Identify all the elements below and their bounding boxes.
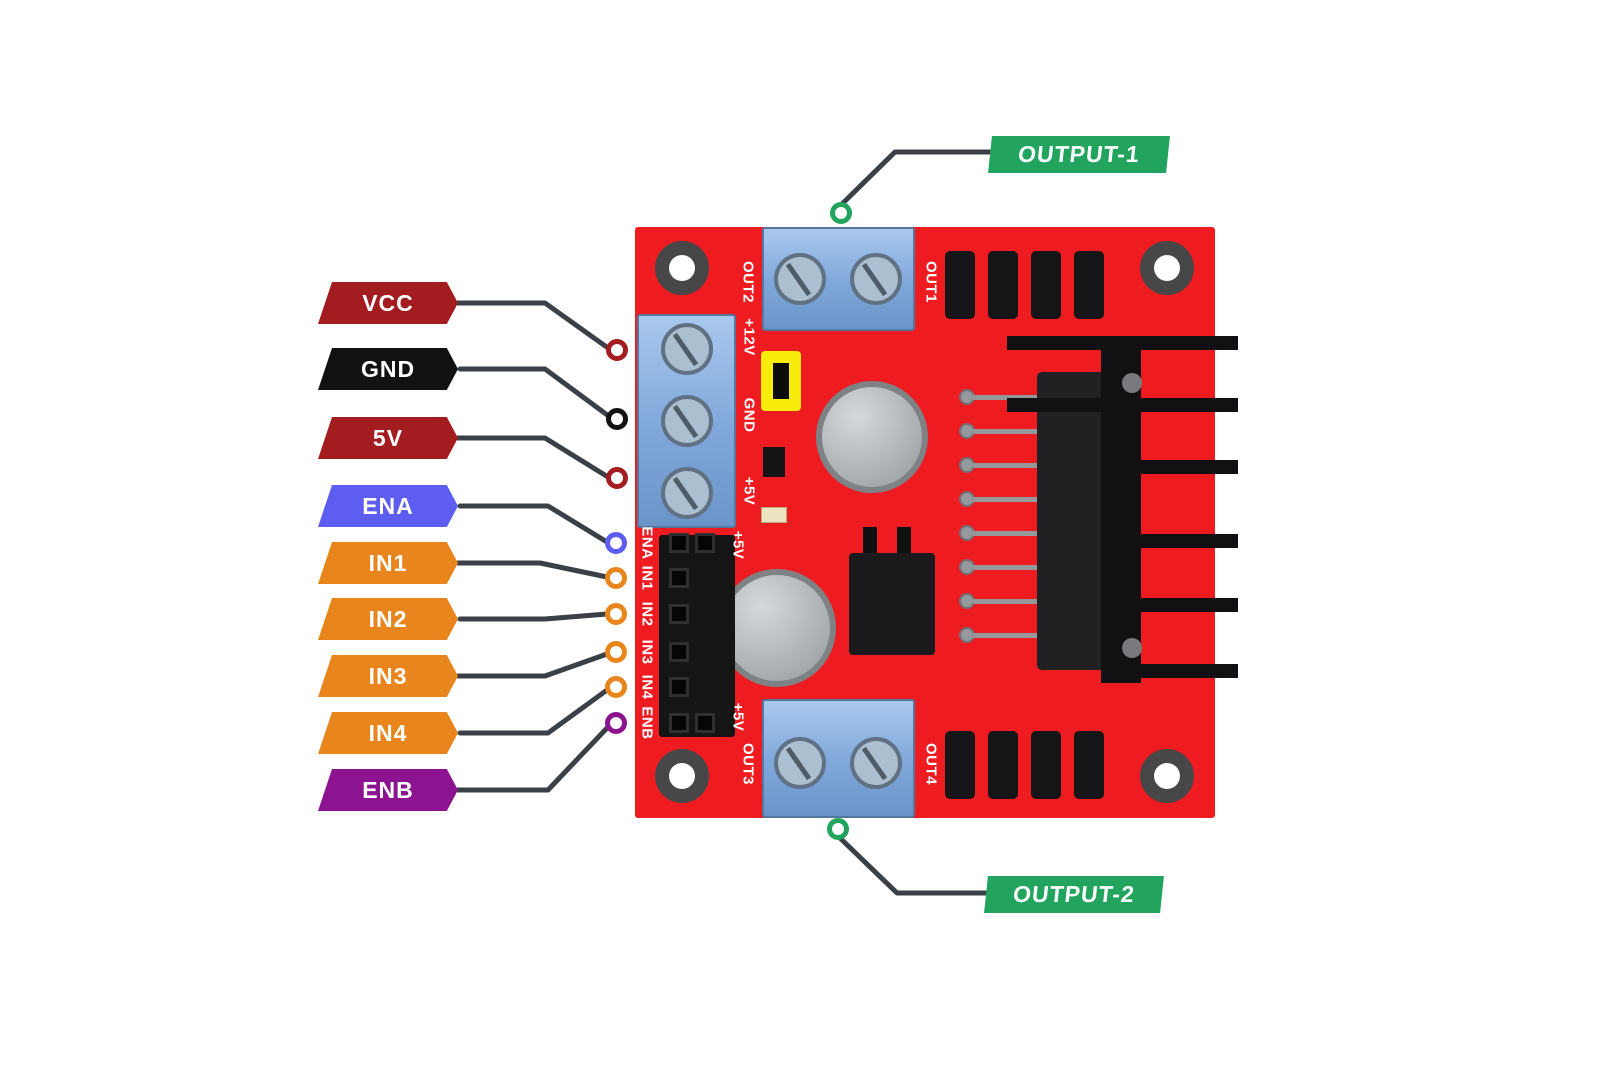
pin-label-vcc: VCC [318,282,458,324]
header-pin [669,533,689,553]
pin-label-in4: IN4 [318,712,458,754]
pin-marker-5v [606,467,628,489]
chip-lead [973,565,1043,570]
pin-label-ena: ENA [318,485,458,527]
pin-marker-in3 [605,641,627,663]
capacitor [718,569,836,687]
connector-line-5v [455,435,611,480]
output1-label: OUTPUT-1 [988,136,1170,173]
diode [1074,731,1104,799]
l298n-board: OUT2 OUT1 +12V GND +5V [635,227,1238,818]
chip-lead [973,429,1043,434]
mounting-hole-icon [1140,749,1194,803]
connector-line-in2 [457,611,610,622]
smd-component [763,447,785,477]
pin-label-gnd: GND [318,348,458,390]
header-pin [669,642,689,662]
jumper [761,351,801,411]
connector-line-output2 [837,835,989,896]
header-pin [669,677,689,697]
chip-lead [973,463,1043,468]
connector-line-in4 [457,687,610,736]
led [761,507,787,523]
connector-line-ena [457,503,610,545]
terminal-screw [661,467,713,519]
header-pin [669,713,689,733]
diode [988,731,1018,799]
heatsink-tab [1007,336,1238,350]
mounting-hole-icon [655,241,709,295]
connector-line-in3 [455,651,610,679]
terminal-screw [850,737,902,789]
voltage-regulator [849,553,935,655]
chip-lead [973,531,1043,536]
pin-marker-output2 [827,818,849,840]
header-pin [669,604,689,624]
terminal-screw [661,323,713,375]
pin-marker-in4 [605,676,627,698]
mounting-hole-icon [1140,241,1194,295]
l298-chip [1037,372,1109,670]
pin-marker-vcc [606,339,628,361]
capacitor [816,381,928,493]
connector-line-output1 [839,149,993,207]
pin-marker-in1 [605,567,627,589]
chip-lead [973,497,1043,502]
pin-label-enb: ENB [318,769,458,811]
diode [1031,251,1061,319]
output2-label: OUTPUT-2 [984,876,1164,913]
pin-marker-output1 [830,202,852,224]
terminal-screw [661,395,713,447]
pin-label-5v: 5V [318,417,458,459]
header-pin [669,568,689,588]
regulator-leg [897,527,911,561]
connector-line-enb [455,724,611,793]
pin-label-in3: IN3 [318,655,458,697]
pin-marker-in2 [605,603,627,625]
terminal-screw [774,253,826,305]
heatsink [1101,347,1141,683]
heatsink-screw [1122,638,1142,658]
header-pin [695,533,715,553]
pin-marker-gnd [606,408,628,430]
chip-lead [973,395,1043,400]
jumper-cap [773,363,789,399]
pin-marker-ena [605,532,627,554]
terminal-screw [774,737,826,789]
diode [945,731,975,799]
diode [1074,251,1104,319]
pin-label-in1: IN1 [318,542,458,584]
regulator-leg [863,527,877,561]
mounting-hole-icon [655,749,709,803]
connector-line-vcc [455,300,611,351]
heatsink-screw [1122,373,1142,393]
connector-line-in1 [455,560,610,580]
terminal-screw [850,253,902,305]
diode [1031,731,1061,799]
diode [988,251,1018,319]
chip-lead [973,633,1043,638]
chip-lead [973,599,1043,604]
connector-line-gnd [457,366,613,420]
pin-marker-enb [605,712,627,734]
header-pin [695,713,715,733]
pin-label-in2: IN2 [318,598,458,640]
diode [945,251,975,319]
